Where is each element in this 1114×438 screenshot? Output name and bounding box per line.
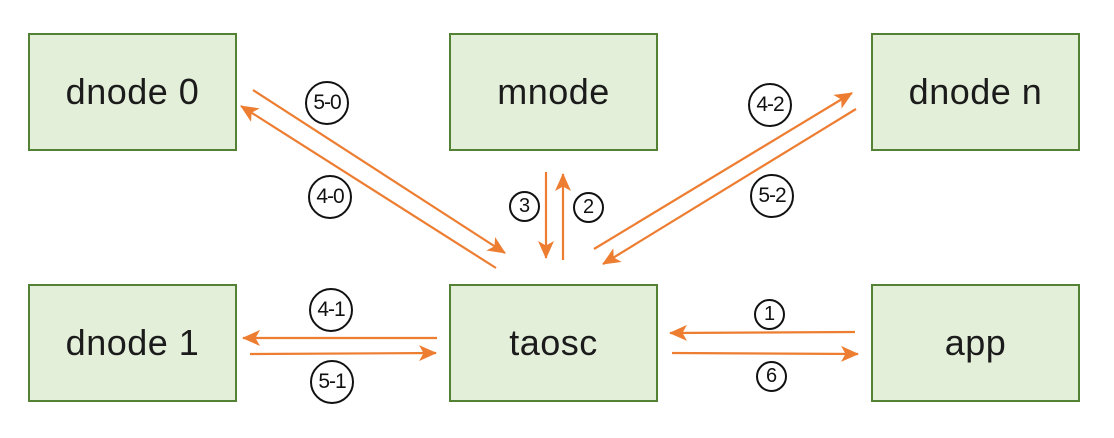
edge-label-5-0: 5-0 (305, 81, 349, 125)
edge-label-4-2: 4-2 (748, 83, 792, 127)
node-mnode: mnode (449, 33, 658, 151)
edge-label-4-1: 4-1 (309, 288, 353, 332)
node-dnode-0: dnode 0 (28, 33, 237, 151)
arrow-4-2 (593, 92, 853, 250)
arrow-5-1 (249, 345, 437, 362)
arrow-1 (669, 324, 856, 341)
edge-label-3: 3 (509, 191, 540, 222)
edge-label-5-1: 5-1 (310, 360, 354, 404)
edge-label-4-0: 4-0 (308, 175, 352, 219)
edge-label-6: 6 (756, 361, 787, 392)
node-app: app (871, 284, 1080, 402)
arrow-4-0 (240, 105, 497, 269)
edge-label-2: 2 (573, 192, 604, 223)
node-dnode-1: dnode 1 (28, 284, 237, 402)
node-taosc: taosc (449, 284, 658, 402)
arrow-6 (671, 345, 859, 362)
edge-label-1: 1 (754, 299, 785, 330)
arrow-5-2 (602, 108, 857, 265)
node-dnode-n: dnode n (871, 33, 1080, 151)
arrow-5-0 (252, 89, 506, 254)
edge-label-5-2: 5-2 (750, 174, 794, 218)
